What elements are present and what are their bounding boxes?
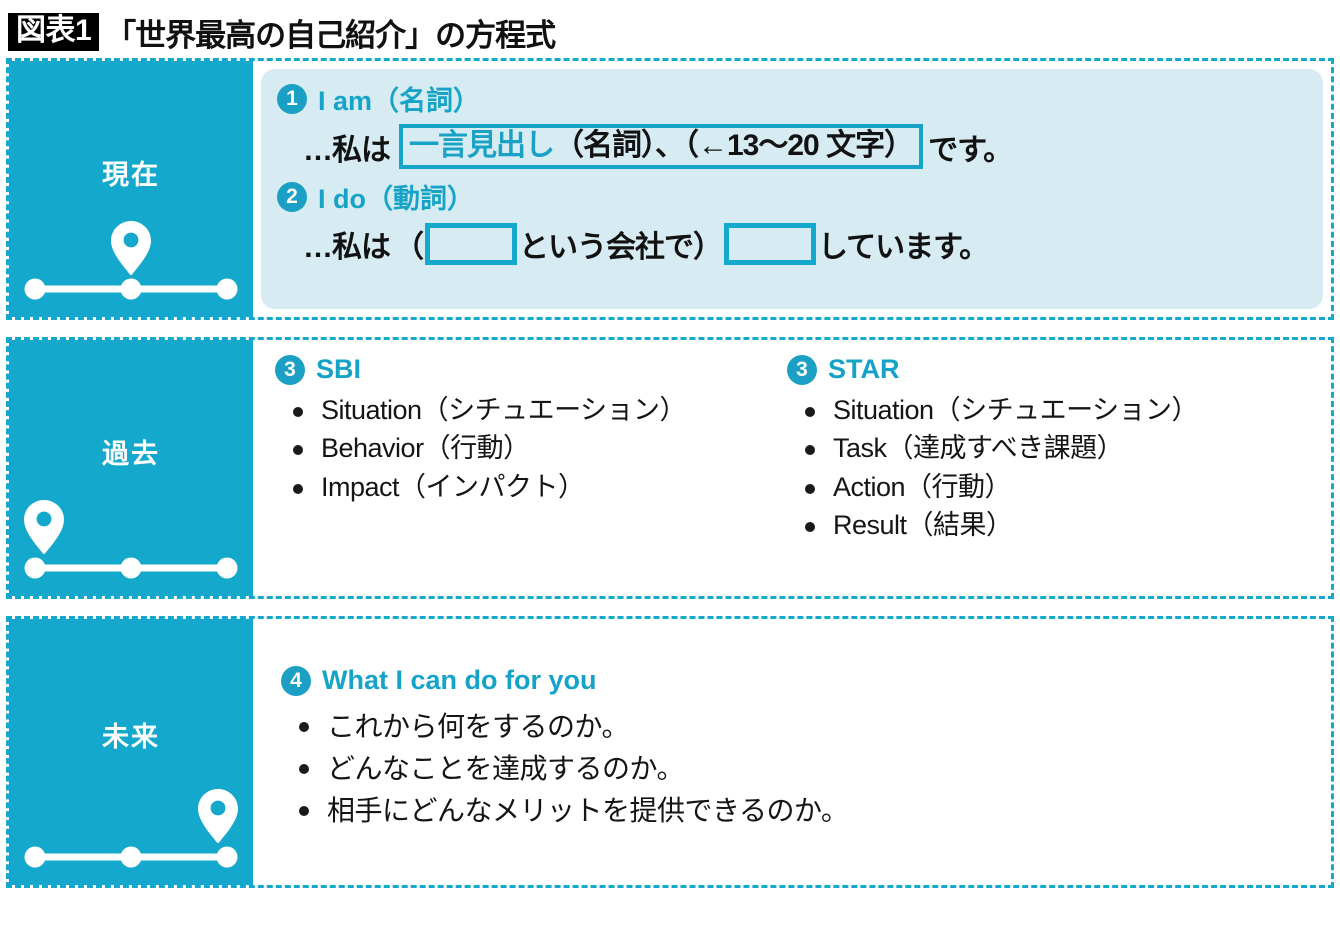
map-pin-icon xyxy=(198,789,238,843)
timeline-dot-present xyxy=(120,278,142,300)
future-body: 4 What I can do for you これから何をするのか。 どんなこ… xyxy=(253,619,1331,832)
item-2-open-paren: （ xyxy=(394,231,424,264)
column-star: 3 STAR Situation（シチュエーション） Task（達成すべき課題）… xyxy=(787,354,1307,596)
sbi-bullet-list: Situation（シチュエーション） Behavior（行動） Impact（… xyxy=(275,391,787,506)
number-badge-2: 2 xyxy=(277,181,307,212)
map-pin-icon xyxy=(24,500,64,554)
number-badge-4: 4 xyxy=(281,665,311,696)
era-label-present: 現在 xyxy=(102,160,160,190)
company-name-blank-field[interactable] xyxy=(425,223,517,265)
star-heading: STAR xyxy=(828,354,900,384)
item-2-sentence-tail: しています。 xyxy=(818,231,989,264)
list-item: Behavior（行動） xyxy=(291,429,787,467)
item-2-sentence: …私は （ という会社で） しています。 xyxy=(303,222,1307,266)
timeline-dot-present xyxy=(120,557,142,579)
timeline-dot-past xyxy=(24,846,46,868)
timeline-column-present: 現在 xyxy=(9,61,253,317)
page-title: 「世界最高の自己紹介」の方程式 xyxy=(105,17,556,53)
number-badge-3-star: 3 xyxy=(787,354,817,385)
sbi-heading-row: 3 SBI xyxy=(275,354,787,385)
past-columns: 3 SBI Situation（シチュエーション） Behavior（行動） I… xyxy=(253,340,1331,596)
list-item: 相手にどんなメリットを提供できるのか。 xyxy=(297,790,1331,832)
timeline-track-present xyxy=(24,278,238,300)
list-item: Task（達成すべき課題） xyxy=(803,429,1307,467)
timeline-track-past xyxy=(24,557,238,579)
item-1-boxed-highlight: 一言見出し xyxy=(409,129,555,162)
item-1-heading-row: 1 I am（名詞） xyxy=(277,79,1307,118)
figure-number-badge: 図表1 xyxy=(8,13,100,51)
item-4-heading-row: 4 What I can do for you xyxy=(281,665,1331,696)
era-label-future: 未来 xyxy=(102,722,160,752)
timeline-column-future: 未来 xyxy=(9,619,253,885)
panel-present-content: 1 I am（名詞） …私は 一言見出し （名詞）、（←13〜20 文字） です… xyxy=(253,61,1331,317)
panel-present: 現在 1 I am（名詞） …私は xyxy=(6,58,1334,320)
present-tinted-card: 1 I am（名詞） …私は 一言見出し （名詞）、（←13〜20 文字） です… xyxy=(261,69,1323,309)
item-2-heading: I do（動詞） xyxy=(318,184,474,214)
map-pin-icon xyxy=(111,221,151,275)
timeline-dot-past xyxy=(24,557,46,579)
item-4-heading: What I can do for you xyxy=(322,665,597,695)
timeline-dot-future xyxy=(216,278,238,300)
era-label-past: 過去 xyxy=(102,439,160,469)
timeline-track-future xyxy=(24,846,238,868)
star-bullet-list: Situation（シチュエーション） Task（達成すべき課題） Action… xyxy=(787,391,1307,544)
number-badge-3-sbi: 3 xyxy=(275,354,305,385)
list-item: Action（行動） xyxy=(803,468,1307,506)
panel-future: 未来 4 What I can do for you xyxy=(6,616,1334,888)
item-1-boxed-rest: （名詞）、（←13〜20 文字） xyxy=(554,129,914,162)
list-item: Situation（シチュエーション） xyxy=(803,391,1307,429)
timeline-column-past: 過去 xyxy=(9,340,253,596)
list-item: Situation（シチュエーション） xyxy=(291,391,787,429)
panel-past: 過去 3 SBI xyxy=(6,337,1334,599)
item-1-boxed-phrase: 一言見出し （名詞）、（←13〜20 文字） xyxy=(399,124,924,169)
item-1-sentence: …私は 一言見出し （名詞）、（←13〜20 文字） です。 xyxy=(303,124,1307,169)
list-item: これから何をするのか。 xyxy=(297,706,1331,748)
timeline-dot-present xyxy=(120,846,142,868)
panels-container: 現在 1 I am（名詞） …私は xyxy=(0,58,1340,888)
figure-title-row: 図表1 「世界最高の自己紹介」の方程式 xyxy=(0,0,1340,58)
item-1-heading: I am（名詞） xyxy=(318,86,481,116)
item-2-heading-row: 2 I do（動詞） xyxy=(277,177,1307,216)
sbi-heading: SBI xyxy=(316,354,362,384)
number-badge-1: 1 xyxy=(277,83,307,114)
panel-past-content: 3 SBI Situation（シチュエーション） Behavior（行動） I… xyxy=(253,340,1331,596)
timeline-dot-past xyxy=(24,278,46,300)
list-item: どんなことを達成するのか。 xyxy=(297,748,1331,790)
item-1-sentence-tail: です。 xyxy=(928,133,1013,167)
activity-blank-field[interactable] xyxy=(724,223,816,265)
star-heading-row: 3 STAR xyxy=(787,354,1307,385)
future-bullet-list: これから何をするのか。 どんなことを達成するのか。 相手にどんなメリットを提供で… xyxy=(279,706,1331,832)
item-2-mid-text: という会社で） xyxy=(519,231,723,264)
item-2-sentence-lead: …私は xyxy=(303,231,391,264)
timeline-dot-future xyxy=(216,846,238,868)
timeline-dot-future xyxy=(216,557,238,579)
panel-future-content: 4 What I can do for you これから何をするのか。 どんなこ… xyxy=(253,619,1331,885)
item-1-sentence-lead: …私は xyxy=(303,133,391,167)
column-sbi: 3 SBI Situation（シチュエーション） Behavior（行動） I… xyxy=(275,354,787,596)
list-item: Result（結果） xyxy=(803,506,1307,544)
list-item: Impact（インパクト） xyxy=(291,468,787,506)
